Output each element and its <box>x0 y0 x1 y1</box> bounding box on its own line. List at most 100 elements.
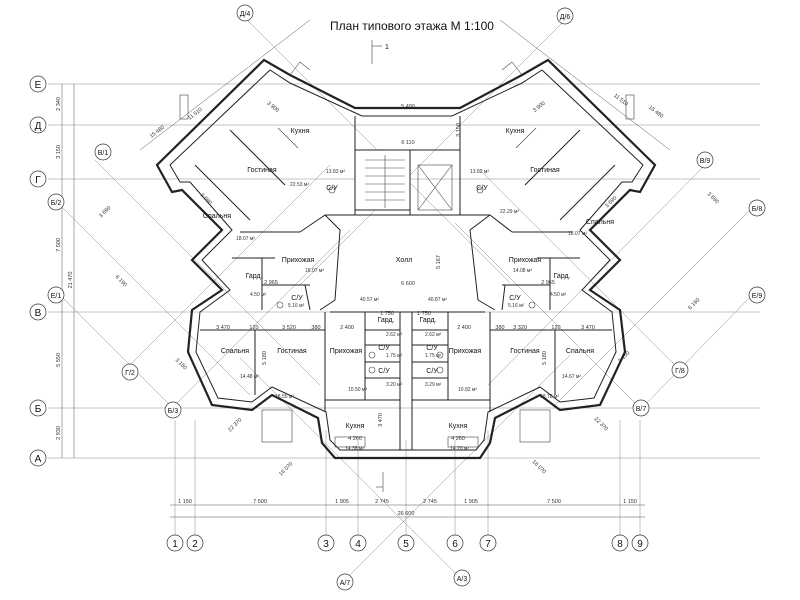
svg-text:В/7: В/7 <box>636 406 647 413</box>
room-wc-bl2: С/У <box>378 368 390 375</box>
svg-text:11 510: 11 510 <box>187 107 204 122</box>
svg-text:2 965: 2 965 <box>264 280 278 286</box>
axis-bubble-D: Д <box>29 116 47 134</box>
room-bedroom-br: Спальня <box>566 348 594 355</box>
room-hall-l: Прихожая <box>282 257 315 264</box>
axis-bubble-A: А <box>29 449 47 467</box>
svg-text:22.53 м²: 22.53 м² <box>290 182 309 188</box>
svg-text:4.50 м²: 4.50 м² <box>550 292 567 298</box>
axis-bubble-V7: В/7 <box>632 399 650 417</box>
svg-text:3 470: 3 470 <box>378 413 384 427</box>
svg-text:Е: Е <box>35 80 42 91</box>
svg-text:5.16 м²: 5.16 м² <box>508 303 525 309</box>
svg-text:3 320: 3 320 <box>513 325 527 331</box>
row-dimensions: 2 340 3 150 7 500 5 550 2 930 21 470 <box>56 97 74 440</box>
svg-text:22.29 м²: 22.29 м² <box>500 209 519 215</box>
svg-text:Е/9: Е/9 <box>752 293 763 300</box>
axis-bubble-5: 5 <box>397 534 415 552</box>
svg-text:5.16 м²: 5.16 м² <box>288 303 305 309</box>
svg-text:6 190: 6 190 <box>687 297 701 311</box>
svg-text:4: 4 <box>355 539 361 550</box>
axis-bubble-B3: Б/3 <box>164 401 182 419</box>
room-wc-r: С/У <box>509 295 521 302</box>
axis-bubble-E1: Е/1 <box>47 286 65 304</box>
room-bedroom-tr: Спальня <box>586 219 614 226</box>
svg-text:3 470: 3 470 <box>581 325 595 331</box>
room-kitchen-br: Кухня <box>449 423 468 430</box>
svg-text:Б: Б <box>35 404 42 415</box>
svg-text:14.67 м²: 14.67 м² <box>562 374 581 380</box>
section-mark-bottom <box>376 472 384 492</box>
room-wc-l: С/У <box>291 295 303 302</box>
svg-text:40.87 м²: 40.87 м² <box>428 297 447 303</box>
room-hall-br: Прихожая <box>449 348 482 355</box>
axis-bubble-G8: Г/8 <box>671 361 689 379</box>
svg-text:1 750: 1 750 <box>380 311 394 317</box>
svg-text:1 905: 1 905 <box>335 499 349 505</box>
room-wardrobe-l: Гард. <box>245 273 262 280</box>
axis-bubble-V1: В/1 <box>94 143 112 161</box>
axis-bubble-9: 9 <box>631 534 649 552</box>
room-wc-tr: С/У <box>476 185 488 192</box>
area-labels: 13.83 м² 13.82 м² 22.53 м² 22.29 м² 18.0… <box>236 169 587 452</box>
svg-text:13.83 м²: 13.83 м² <box>326 169 345 175</box>
svg-text:5 180: 5 180 <box>262 351 268 365</box>
axis-bubble-E9: Е/9 <box>748 286 766 304</box>
axis-bubble-6: 6 <box>446 534 464 552</box>
svg-text:3 690: 3 690 <box>98 205 112 219</box>
svg-text:1 750: 1 750 <box>417 311 431 317</box>
axis-bubble-G2: Г/2 <box>121 363 139 381</box>
svg-text:10.50 м²: 10.50 м² <box>348 387 367 393</box>
svg-text:18.55 м²: 18.55 м² <box>275 394 294 400</box>
svg-text:В/9: В/9 <box>700 158 711 165</box>
svg-text:18.07 м²: 18.07 м² <box>568 231 587 237</box>
svg-text:1 905: 1 905 <box>464 499 478 505</box>
svg-text:26 600: 26 600 <box>398 511 415 517</box>
svg-text:16 070: 16 070 <box>531 459 547 475</box>
svg-text:Д: Д <box>35 121 42 132</box>
axis-bubble-G: Г <box>29 170 47 188</box>
svg-text:3 900: 3 900 <box>265 101 280 114</box>
room-hall-r: Прихожая <box>509 257 542 264</box>
svg-text:2: 2 <box>192 539 198 550</box>
svg-text:6 190: 6 190 <box>114 274 128 288</box>
room-wc-br1: С/У <box>426 345 438 352</box>
room-wc-bl1: С/У <box>378 345 390 352</box>
axis-bubble-A3: А/3 <box>453 569 471 587</box>
svg-text:22 370: 22 370 <box>227 417 243 433</box>
svg-text:18.07 м²: 18.07 м² <box>236 236 255 242</box>
svg-text:7 500: 7 500 <box>547 499 561 505</box>
svg-text:2.62 м²: 2.62 м² <box>425 332 442 338</box>
svg-text:7 500: 7 500 <box>253 499 267 505</box>
room-wc-tl: С/У <box>326 185 338 192</box>
axis-bubble-D4: Д/4 <box>236 4 254 22</box>
svg-text:1 150: 1 150 <box>623 499 637 505</box>
svg-text:7: 7 <box>485 539 491 550</box>
svg-text:А/7: А/7 <box>340 580 351 587</box>
svg-text:3 470: 3 470 <box>216 325 230 331</box>
room-kitchen-tl: Кухня <box>291 128 310 135</box>
room-wardrobe-bl: Гард. <box>377 317 394 324</box>
svg-text:16.07 м²: 16.07 м² <box>305 268 324 274</box>
svg-text:5: 5 <box>403 539 409 550</box>
svg-text:В/1: В/1 <box>98 150 109 157</box>
svg-text:А/3: А/3 <box>457 576 468 583</box>
svg-text:14.48 м²: 14.48 м² <box>240 374 259 380</box>
svg-text:2 930: 2 930 <box>56 426 62 440</box>
svg-text:120: 120 <box>249 325 258 331</box>
axis-bubble-V9: В/9 <box>696 151 714 169</box>
axis-bubble-B2: Б/2 <box>47 193 65 211</box>
axis-bubble-V: В <box>29 303 47 321</box>
axis-bubble-1: 1 <box>166 534 184 552</box>
svg-text:2 400: 2 400 <box>340 325 354 331</box>
room-labels: Кухня Кухня Гостиная Гостиная Спальня Сп… <box>203 128 614 430</box>
axis-bubble-B: Б <box>29 399 47 417</box>
room-kitchen-tr: Кухня <box>506 128 525 135</box>
axis-bubble-8: 8 <box>611 534 629 552</box>
svg-text:5 167: 5 167 <box>436 255 442 269</box>
svg-text:Г/8: Г/8 <box>675 368 685 375</box>
svg-text:380: 380 <box>495 325 504 331</box>
axis-bubble-2: 2 <box>186 534 204 552</box>
svg-text:7 500: 7 500 <box>56 238 62 252</box>
